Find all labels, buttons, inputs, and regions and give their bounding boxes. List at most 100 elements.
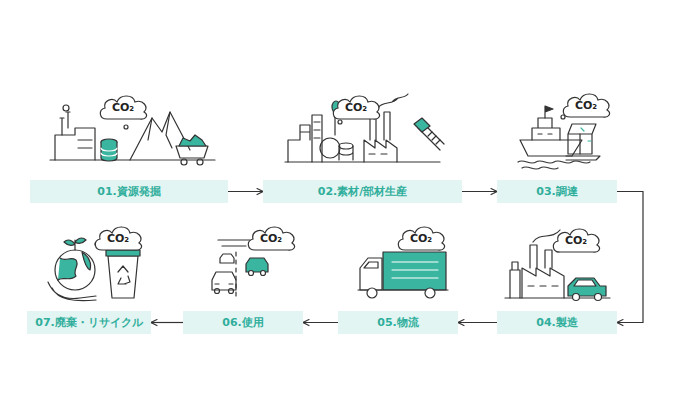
factory-illustration-part — [369, 153, 387, 154]
ship-illustration-part — [545, 106, 553, 118]
cloud-shape — [563, 94, 609, 117]
factory-illustration-part — [312, 115, 322, 162]
flow-arrow — [303, 322, 338, 323]
mining-illustration-part — [148, 112, 172, 148]
factory-illustration-part — [339, 143, 353, 149]
co2-cloud: CO₂ — [245, 222, 297, 252]
cloud-shape — [100, 96, 146, 119]
stage-label: 07.廃棄・リサイクル — [27, 311, 151, 334]
mining-illustration-part — [55, 128, 95, 160]
factory-illustration-part — [320, 138, 340, 158]
recycle-illustration-part — [118, 266, 130, 284]
factory-illustration-part — [288, 125, 310, 162]
cloud-shape — [333, 96, 379, 119]
ship-illustration-part — [581, 128, 591, 141]
factory-illustration-part — [414, 118, 430, 132]
truck-illustration-part — [392, 262, 438, 278]
factory-illustration-part — [364, 140, 397, 162]
factory-illustration — [285, 94, 444, 162]
car-road-illustration-part — [220, 254, 234, 263]
truck-illustration — [358, 243, 448, 298]
flow-arrow — [151, 322, 183, 323]
car-road-illustration-part — [218, 240, 250, 246]
manufacturing-illustration-part — [528, 285, 558, 286]
flow-arrow — [458, 322, 497, 323]
mining-illustration-part — [124, 125, 128, 129]
mining-illustration-part — [197, 159, 203, 165]
cloud-shape — [553, 229, 599, 252]
truck-illustration-part — [364, 262, 378, 268]
truck-illustration-part — [383, 252, 446, 290]
car-road-illustration-part — [261, 271, 266, 276]
flow-arrow — [462, 191, 497, 192]
node-text: 02.素材/部材生産 — [318, 184, 408, 199]
node-text: CO₂ — [565, 231, 587, 247]
stage-label: 02.素材/部材生産 — [263, 180, 462, 203]
ship-illustration-part — [568, 124, 596, 154]
mining-illustration-part — [63, 105, 69, 111]
node-text: 01.資源発掘 — [97, 184, 161, 199]
car-road-illustration-part — [215, 289, 220, 294]
car-road-illustration-part — [249, 271, 254, 276]
co2-cloud: CO₂ — [92, 222, 144, 252]
stage-label: 04.製造 — [497, 311, 617, 334]
manufacturing-illustration-part — [568, 278, 606, 296]
co2-cloud: CO₂ — [550, 224, 602, 254]
cloud-shape — [398, 227, 444, 250]
car-road-illustration-part — [215, 283, 233, 284]
recycle-illustration-part — [48, 282, 96, 301]
node-text: CO₂ — [345, 98, 367, 114]
truck-illustration-part — [360, 258, 382, 290]
node-text: CO₂ — [575, 96, 597, 112]
factory-illustration-part — [285, 161, 440, 162]
ship-illustration-part — [532, 118, 560, 140]
car-road-illustration-part — [246, 258, 268, 272]
manufacturing-illustration — [505, 230, 610, 301]
mining-illustration-part — [181, 159, 187, 165]
mining-illustration-part — [101, 142, 117, 161]
factory-illustration-part — [338, 120, 342, 124]
node-text: CO₂ — [112, 98, 134, 114]
manufacturing-illustration-part — [595, 294, 602, 301]
factory-illustration-part — [339, 146, 353, 160]
mining-illustration-part — [101, 148, 117, 156]
recycle-illustration-part — [55, 250, 95, 290]
recycle-illustration-part — [106, 250, 140, 256]
mining-illustration-part — [50, 159, 215, 160]
cloud-shape — [95, 227, 141, 250]
recycle-illustration-part — [64, 238, 86, 250]
co2-cloud: CO₂ — [395, 222, 447, 252]
node-text: CO₂ — [260, 229, 282, 245]
stage-label: 01.資源発掘 — [30, 180, 228, 203]
node-text: CO₂ — [410, 229, 432, 245]
mining-illustration-part — [60, 112, 70, 135]
stage-label: 03.調達 — [497, 180, 617, 203]
node-text: 07.廃棄・リサイクル — [35, 315, 143, 330]
ship-illustration-part — [538, 133, 552, 134]
node-text: 06.使用 — [222, 315, 264, 330]
mining-illustration-part — [179, 135, 206, 146]
co2-cloud: CO₂ — [560, 89, 612, 119]
mining-illustration-part — [78, 140, 92, 148]
manufacturing-illustration-part — [510, 262, 520, 298]
flow-arrow — [228, 191, 263, 192]
manufacturing-illustration-part — [533, 230, 560, 242]
car-road-illustration-part — [229, 289, 234, 294]
node-text: 03.調達 — [536, 184, 578, 199]
node-text: 05.物流 — [377, 315, 419, 330]
factory-illustration-part — [428, 132, 440, 144]
car-road-illustration-part — [235, 252, 236, 298]
cloud-shape — [248, 227, 294, 250]
factory-illustration-part — [378, 94, 408, 108]
flow-arrow — [617, 192, 643, 323]
ship-illustration-part — [522, 167, 558, 169]
ship-illustration-part — [518, 161, 590, 163]
stage-label: 06.使用 — [183, 311, 303, 334]
ship-illustration-part — [566, 134, 600, 160]
truck-illustration-part — [425, 288, 435, 298]
car-road-illustration-part — [212, 272, 236, 290]
manufacturing-illustration-part — [574, 280, 596, 286]
